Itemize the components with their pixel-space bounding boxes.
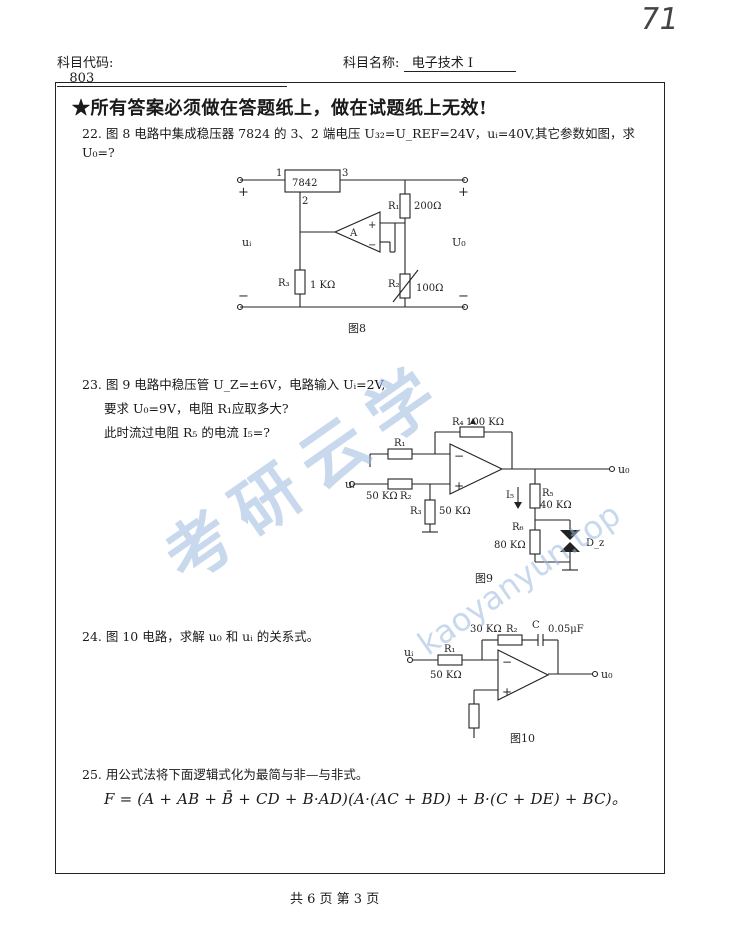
r3-value: 1 KΩ xyxy=(310,280,335,291)
pin-2-label: 2 xyxy=(302,196,308,207)
input-ui-label: uᵢ xyxy=(404,646,414,659)
resistor-r1 xyxy=(399,193,411,219)
input-ui-label: uᵢ xyxy=(345,478,355,491)
question-25-text: 25. 用公式法将下面逻辑式化为最简与非—与非式。 xyxy=(82,767,369,782)
question-22-text: 22. 图 8 电路中集成稳压器 7824 的 3、2 端电压 U₃₂=U_RE… xyxy=(82,126,636,160)
r1-label: R₁ xyxy=(394,438,406,449)
output-minus: − xyxy=(458,289,469,304)
resistor-r3 xyxy=(424,499,436,525)
capacitor-value: 0.05μF xyxy=(548,624,584,635)
output-uo-label: u₀ xyxy=(618,463,630,476)
resistor-r4 xyxy=(459,426,485,438)
r1-value: 200Ω xyxy=(414,201,441,212)
subject-name-value: 电子技术 I xyxy=(411,56,474,71)
figure-10-circuit: uᵢ R₁ 50 KΩ 30 KΩ R₂ C 0.05μF − + u₀ 图10 xyxy=(404,620,613,745)
opamp xyxy=(449,443,504,495)
r6-value: 80 KΩ xyxy=(494,540,526,551)
r2-value: 30 KΩ xyxy=(470,624,502,635)
r4-label: R₄ xyxy=(452,417,464,428)
figure-10-caption: 图10 xyxy=(510,732,535,745)
input-ui-label: uᵢ xyxy=(242,236,252,249)
dz-label: D_z xyxy=(586,538,604,549)
r5-value: 40 KΩ xyxy=(540,500,572,511)
output-uo-label: u₀ xyxy=(601,668,613,681)
opamp-a xyxy=(333,211,381,253)
resistor-r5 xyxy=(529,483,541,509)
r2-label: R₂ xyxy=(400,491,412,502)
output-uo-label: U₀ xyxy=(452,236,466,249)
handwritten-page-mark: 71 xyxy=(636,2,682,37)
page-footer: 共 6 页 第 3 页 xyxy=(290,892,380,907)
figure-9-circuit: R₁ − + R₄ 100 KΩ uᵢ 50 KΩ R₂ R₃ 50 KΩ u₀… xyxy=(345,417,630,585)
opamp-plus: + xyxy=(454,479,464,493)
r3-label: R₃ xyxy=(278,278,290,289)
capacitor-label: C xyxy=(532,620,540,631)
notice: ★所有答案必须做在答题纸上，做在试题纸上无效! xyxy=(72,98,488,119)
question-25-formula: F = (A + AB + B̄ + CD + B·AD)(A·(AC + BD… xyxy=(104,790,628,808)
subject-code-label: 科目代码: xyxy=(57,56,114,71)
pin-1-label: 1 xyxy=(276,168,282,179)
question-23-line1: 23. 图 9 电路中稳压管 U_Z=±6V，电路输入 Uᵢ=2V, xyxy=(82,377,386,392)
r4-value: 100 KΩ xyxy=(466,417,504,428)
resistor-r2 xyxy=(387,478,413,490)
r2-value: 50 KΩ xyxy=(366,491,398,502)
opamp-plus: + xyxy=(368,220,376,231)
opamp-minus: − xyxy=(454,449,464,463)
resistor-r3 xyxy=(468,703,480,729)
opamp-minus: − xyxy=(502,655,512,669)
i5-label: I₅ xyxy=(506,490,514,501)
resistor-r1 xyxy=(437,654,463,666)
r1-label: R₁ xyxy=(388,201,400,212)
pin-3-label: 3 xyxy=(342,168,348,179)
zener-diode-upper xyxy=(560,530,580,540)
regulator-chip xyxy=(284,169,341,193)
opamp xyxy=(497,649,550,701)
subject-name-value-field: 电子技术 I xyxy=(403,52,516,72)
opamp-label: A xyxy=(349,228,358,239)
r2-label: R₂ xyxy=(506,624,518,635)
r5-label: R₅ xyxy=(542,488,554,499)
subject-name: 科目名称: 电子技术 I xyxy=(343,52,543,72)
input-minus: − xyxy=(238,289,249,304)
r1-value: 50 KΩ xyxy=(430,670,462,681)
answer-frame xyxy=(55,82,665,874)
current-arrow-icon xyxy=(514,502,522,509)
figure-8-caption: 图8 xyxy=(348,322,366,335)
r2-value: 100Ω xyxy=(416,283,443,294)
r2-label: R₂ xyxy=(388,279,400,290)
zener-diode-lower xyxy=(560,542,580,552)
resistor-r2 xyxy=(497,634,523,646)
opamp-plus: + xyxy=(502,685,512,699)
question-23-line3: 此时流过电阻 R₅ 的电流 I₅=? xyxy=(104,425,270,440)
r6-label: R₆ xyxy=(512,522,524,533)
opamp-minus: − xyxy=(368,240,376,251)
input-plus: + xyxy=(238,185,249,200)
r3-value: 50 KΩ xyxy=(439,506,471,517)
figure-9-caption: 图9 xyxy=(475,572,493,585)
resistor-r3 xyxy=(294,269,306,295)
output-plus: + xyxy=(458,185,469,200)
figure-8-circuit: 7842 1 3 2 A + − R₁ 200Ω R₂ 100Ω R₃ 1 KΩ… xyxy=(236,168,469,335)
question-24-text: 24. 图 10 电路，求解 u₀ 和 uᵢ 的关系式。 xyxy=(82,629,320,644)
r1-label: R₁ xyxy=(444,644,456,655)
chip-label: 7842 xyxy=(292,178,317,189)
r4-adjust-arrow-icon xyxy=(470,418,476,424)
subject-name-label: 科目名称: xyxy=(343,56,400,71)
question-23-line2: 要求 U₀=9V，电阻 R₁应取多大? xyxy=(104,401,289,416)
r3-label: R₃ xyxy=(410,506,422,517)
